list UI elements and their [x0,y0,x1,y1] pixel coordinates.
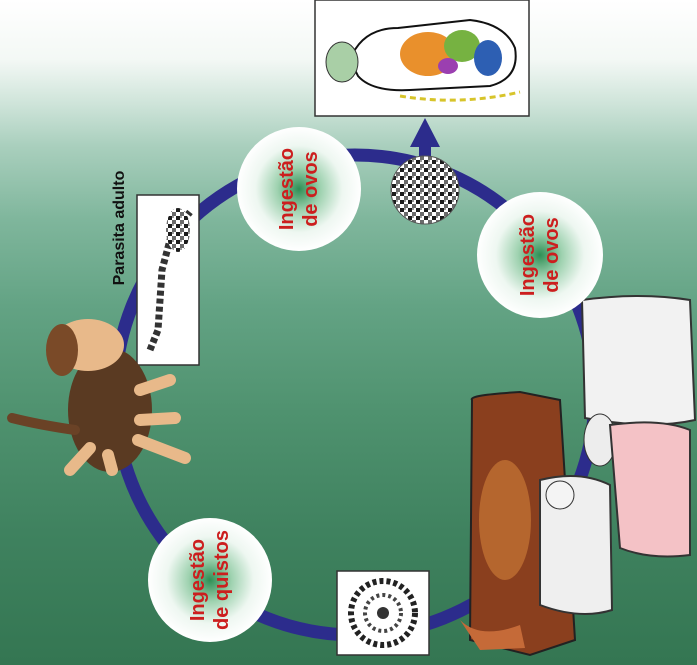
egg-icon [391,156,459,224]
cysts-label-line1: Ingestão [186,520,210,640]
eggs-top-label-line2: de ovos [299,139,323,239]
cycle-arrow [410,118,440,147]
eggs-top-label: Ingestão de ovos [275,139,323,239]
adult-worm-icon [137,195,199,365]
eggs-right-label: Ingestão de ovos [516,205,564,305]
cysts-label: Ingestão de quistos [186,520,234,640]
eggs-right-label-line1: Ingestão [516,205,540,305]
livestock-group-icon [460,296,695,655]
parasite-adult-label: Parasita adulto [111,163,131,293]
cysts-label-line2: de quistos [210,520,234,640]
eggs-right-label-line2: de ovos [540,205,564,305]
eggs-top-label-line1: Ingestão [275,139,299,239]
cyst-icon [337,571,429,655]
human-host-icon [315,0,529,116]
